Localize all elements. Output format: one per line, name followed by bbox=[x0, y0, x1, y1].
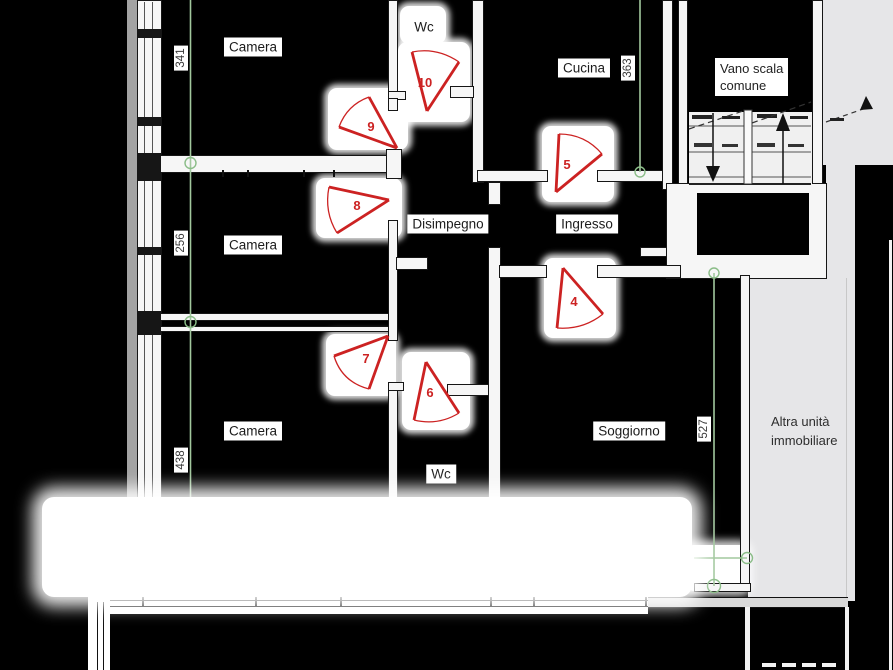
wall-horizontal-b-lower bbox=[160, 326, 398, 332]
wall-pier bbox=[138, 247, 161, 255]
wall-entrance-jamb bbox=[640, 247, 668, 257]
wall-stairwell-right bbox=[812, 0, 823, 193]
censored-region bbox=[42, 497, 692, 597]
room-label-soggiorno: Soggiorno bbox=[593, 421, 665, 441]
wall-cucina-bottom-left bbox=[477, 170, 548, 182]
wall-door-jamb bbox=[388, 98, 398, 111]
wall-door-jamb bbox=[388, 382, 404, 391]
wall-bottom-left-vertical bbox=[88, 600, 110, 670]
wall-tick bbox=[222, 170, 224, 177]
room-label-camera-mid: Camera bbox=[223, 235, 283, 255]
wall-tick bbox=[533, 596, 535, 606]
wall-pier bbox=[138, 29, 161, 38]
wall-door-jamb bbox=[450, 86, 474, 98]
wall-line bbox=[745, 607, 750, 670]
vano-scala-line2: comune bbox=[720, 78, 767, 93]
wall-junction bbox=[138, 153, 161, 181]
altra-unita-line1: Altra unità bbox=[771, 414, 830, 429]
room-label-cucina: Cucina bbox=[557, 58, 611, 78]
wall-cucina-bottom-right bbox=[597, 170, 663, 182]
wall-pier bbox=[138, 117, 161, 126]
wall-bottom-left-window bbox=[97, 602, 104, 670]
marker-halo bbox=[326, 334, 396, 396]
marker-halo bbox=[398, 42, 470, 122]
wall-tick bbox=[247, 170, 249, 177]
wall-line bbox=[845, 607, 849, 670]
altra-unita-line2: immobiliare bbox=[771, 433, 838, 448]
wall-center-divider bbox=[488, 247, 501, 505]
wall-tick bbox=[142, 596, 144, 606]
wall-soggiorno-bottom bbox=[694, 583, 751, 592]
wall-tick bbox=[333, 170, 335, 177]
wall-end-cap bbox=[386, 149, 402, 179]
wall-soggiorno-top bbox=[597, 265, 681, 278]
wall-soggiorno-right bbox=[740, 275, 750, 591]
other-unit-area bbox=[748, 278, 846, 601]
wall-horizontal-a bbox=[160, 155, 402, 173]
vano-scala-line1: Vano scala bbox=[720, 61, 784, 76]
room-label-vano-scala: Vano scala comune bbox=[715, 58, 789, 96]
dimension-341: 341 bbox=[174, 45, 188, 71]
dimension-363: 363 bbox=[621, 55, 635, 81]
dimension-438: 438 bbox=[174, 447, 188, 473]
wall-disimpegno-left bbox=[388, 220, 398, 341]
other-unit-edge-line bbox=[846, 278, 847, 600]
marker-halo bbox=[542, 126, 614, 202]
wall-tick bbox=[303, 170, 305, 177]
terrace-dash bbox=[802, 663, 816, 667]
terrace-dash bbox=[762, 663, 776, 667]
room-label-disimpegno: Disimpegno bbox=[407, 214, 489, 234]
wall-wc-top-left bbox=[388, 0, 398, 93]
terrace-dash bbox=[782, 663, 796, 667]
room-label-wc-top: Wc bbox=[409, 17, 439, 37]
wall-pier-left bbox=[396, 257, 428, 270]
wall-wc-bottom-left bbox=[388, 382, 398, 505]
wall-bottom-band bbox=[88, 595, 648, 614]
wall-tick bbox=[645, 596, 647, 606]
room-label-ingresso: Ingresso bbox=[556, 214, 618, 234]
wall-horizontal-b-upper bbox=[160, 313, 393, 321]
dimension-256: 256 bbox=[174, 230, 188, 256]
room-label-camera-top: Camera bbox=[223, 37, 283, 57]
wall-wc-bottom-top bbox=[447, 384, 489, 396]
dimension-527: 527 bbox=[697, 416, 711, 442]
wall-tick bbox=[490, 596, 492, 606]
wall-shadow bbox=[127, 0, 137, 503]
room-label-camera-bottom: Camera bbox=[223, 421, 283, 441]
wall-center-stub bbox=[488, 182, 501, 205]
wall-tick bbox=[255, 596, 257, 606]
terrace-dash bbox=[822, 663, 836, 667]
wall-junction bbox=[138, 311, 161, 335]
wall-apartment-right bbox=[662, 0, 673, 190]
wall-line bbox=[889, 240, 892, 670]
room-label-altra-unita: Altra unità immobiliare bbox=[766, 410, 842, 452]
wall-stairwell-left bbox=[678, 0, 688, 184]
room-label-wc-bottom: Wc bbox=[426, 464, 456, 484]
landing-void bbox=[697, 193, 809, 255]
wall-bottom-window bbox=[100, 600, 648, 607]
wall-pier-right bbox=[499, 265, 547, 278]
wall-tick bbox=[340, 596, 342, 606]
